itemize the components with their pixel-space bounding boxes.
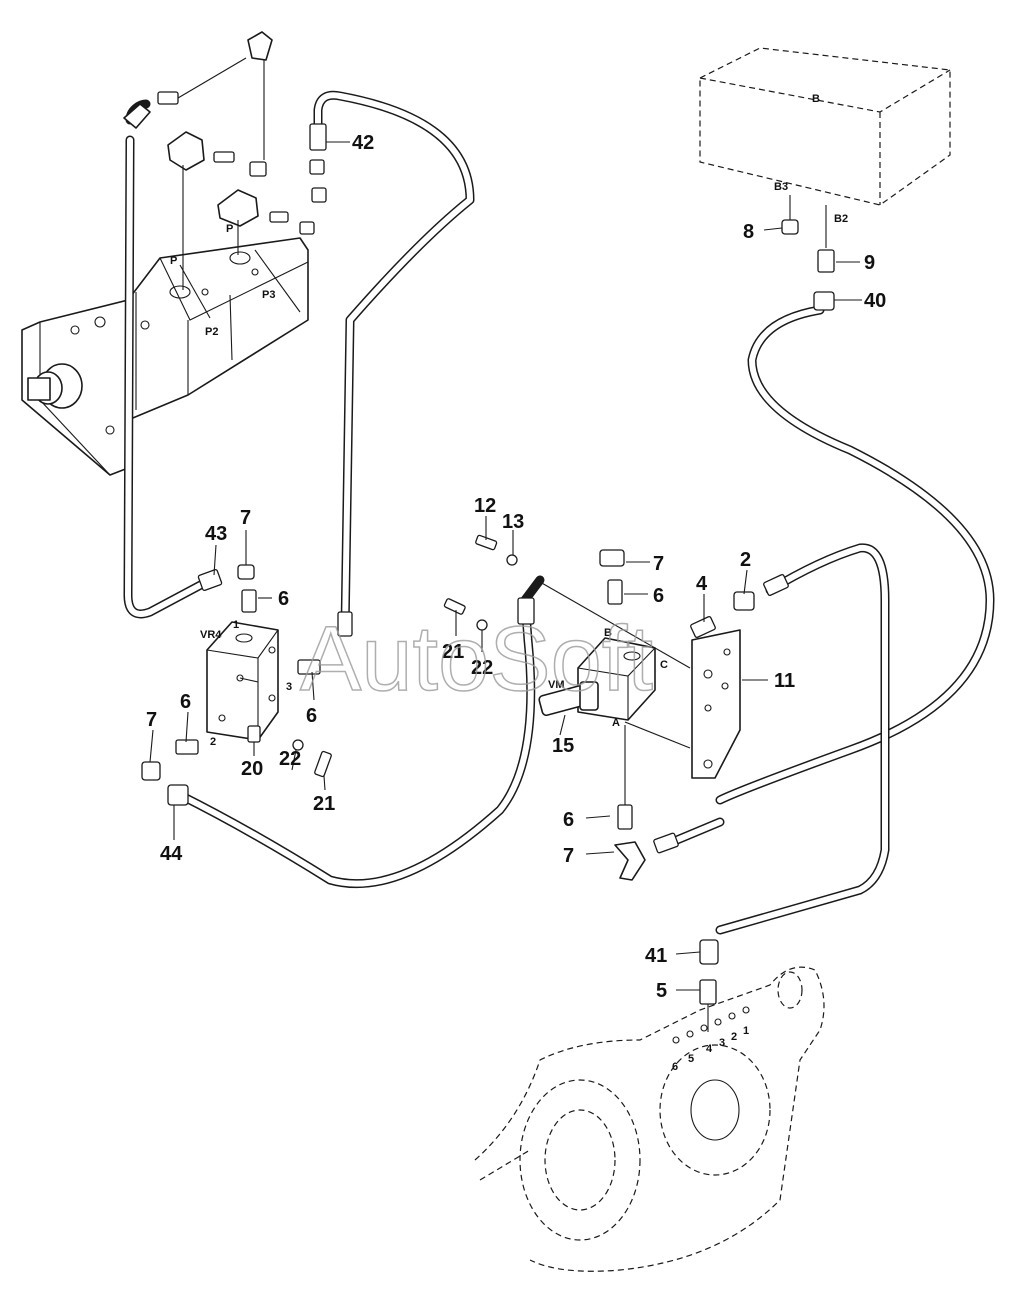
- callout-7-lower-left: 7: [146, 709, 157, 731]
- callout-leaders: [149, 141, 862, 991]
- adapter-6-vm-bottom: [617, 804, 633, 830]
- fitting-41: [699, 939, 719, 965]
- elbow-7-vm-bottom: [614, 841, 646, 881]
- vr4-port-2-label: 2: [210, 736, 216, 748]
- callout-6-vm-top: 6: [653, 585, 664, 607]
- plate-port-1-label: 1: [743, 1025, 749, 1037]
- callout-22-lower: 22: [279, 748, 301, 770]
- vr4-port-1-label: 1: [233, 619, 239, 631]
- callout-6-vm-bottom: 6: [563, 809, 574, 831]
- fitting-hose-44-end: [517, 597, 535, 625]
- valve-vm: [538, 637, 656, 721]
- vr4-port-3-label: 3: [286, 681, 292, 693]
- fitting-42: [309, 123, 327, 151]
- hose-lines: [123, 90, 995, 935]
- valve-vr4: [206, 621, 279, 741]
- callout-41: 41: [645, 945, 667, 967]
- fitting-hose-41-mid: [653, 832, 679, 854]
- tee-2: [733, 591, 755, 611]
- pump-port-p-lower-label: P: [170, 255, 177, 267]
- callout-6-upper-left: 6: [278, 588, 289, 610]
- port-b3-label: B3: [774, 181, 788, 193]
- watermark: AutoSoft: [300, 608, 653, 710]
- callout-22-upper: 22: [471, 657, 493, 679]
- elbow-7-vm-top: [599, 549, 625, 567]
- pump-section-p3-label: P3: [262, 289, 275, 301]
- bracket-11: [691, 629, 741, 779]
- pump-port-p-upper-label: P: [226, 223, 233, 235]
- fitting-44: [167, 784, 189, 806]
- vm-port-a-label: A: [612, 717, 620, 729]
- callout-6-vr4-bottom: 6: [180, 691, 191, 713]
- callout-8: 8: [743, 221, 754, 243]
- component-b-outline: [699, 47, 951, 206]
- vm-port-c-label: C: [660, 659, 668, 671]
- callout-21-lower: 21: [313, 793, 335, 815]
- fitting-hose-end: [337, 611, 353, 637]
- bolt-21-upper: [443, 598, 466, 615]
- washer-13: [506, 554, 518, 566]
- elbow-7-upper-left: [237, 564, 255, 580]
- plate-port-5-label: 5: [688, 1053, 694, 1065]
- leader-bracket-upper: [539, 581, 691, 669]
- plate-port-2-label: 2: [731, 1031, 737, 1043]
- callout-9: 9: [864, 252, 875, 274]
- callout-15: 15: [552, 735, 574, 757]
- callout-43: 43: [205, 523, 227, 545]
- callout-13: 13: [502, 511, 524, 533]
- callout-6-vr4-side: 6: [306, 705, 317, 727]
- callout-21-upper: 21: [442, 641, 464, 663]
- callout-12: 12: [474, 495, 496, 517]
- callout-7-upper-left: 7: [240, 507, 251, 529]
- plug-8: [781, 219, 799, 235]
- component-b-label: B: [812, 93, 820, 105]
- washer-22-lower: [292, 739, 304, 751]
- callout-7-vm-bottom: 7: [563, 845, 574, 867]
- pump-section-p2-label: P2: [205, 326, 218, 338]
- callout-20: 20: [241, 758, 263, 780]
- adapter-5: [699, 979, 717, 1005]
- pump-top-fittings: [157, 31, 327, 290]
- adapter-9: [817, 249, 835, 273]
- plate-port-3-label: 3: [719, 1037, 725, 1049]
- bolt-12: [475, 534, 498, 551]
- plate-port-4-label: 4: [706, 1043, 713, 1055]
- port-b2-label: B2: [834, 213, 848, 225]
- callout-44: 44: [160, 843, 183, 865]
- adapter-6-vr4-side: [297, 659, 321, 675]
- adapter-6-vm-top: [607, 579, 623, 605]
- callout-2: 2: [740, 549, 751, 571]
- bolt-21-lower: [314, 750, 332, 778]
- triple-pump: [21, 237, 309, 476]
- vm-port-b-label: B: [604, 627, 612, 639]
- callout-5: 5: [656, 980, 667, 1002]
- vm-label: VM: [548, 679, 565, 691]
- plate-port-6-label: 6: [672, 1061, 678, 1073]
- callout-7-vm-top: 7: [653, 553, 664, 575]
- gearbox-housing-dashed: [474, 966, 825, 1272]
- adapter-6-vr4-bottom: [175, 739, 199, 755]
- adapter-4: [690, 616, 716, 638]
- fitting-40: [813, 291, 835, 311]
- valve-20-base: [247, 725, 261, 743]
- callout-40: 40: [864, 290, 886, 312]
- leader-bracket-lower: [624, 721, 691, 749]
- vr4-label: VR4: [200, 629, 222, 641]
- elbow-7-lower-left: [141, 761, 161, 781]
- adapter-6-upper-left: [241, 589, 257, 613]
- callout-4: 4: [696, 573, 708, 595]
- fitting-hose-41-top: [763, 574, 789, 596]
- fitting-43: [197, 568, 223, 592]
- callout-42: 42: [352, 132, 374, 154]
- callout-11: 11: [774, 670, 795, 692]
